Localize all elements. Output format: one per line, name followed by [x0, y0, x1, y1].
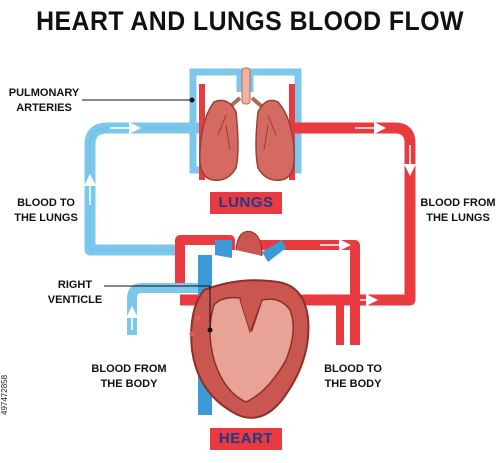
blood-from-lungs-vessel: [180, 122, 416, 306]
heart-illustration: [189, 230, 310, 419]
diagram-title: HEART AND LUNGS BLOOD FLOW: [36, 6, 464, 36]
pulmonary-arteries-label: PULMONARY ARTERIES: [8, 87, 80, 114]
blood-to-lungs-vessel: [84, 122, 200, 256]
blood-from-body-label: BLOOD FROM THE BODY: [91, 363, 167, 390]
blood-from-body-vessel: [127, 283, 200, 335]
blood-to-body-label: BLOOD TO THE BODY: [324, 363, 382, 390]
stock-id-watermark: 497472858: [0, 374, 9, 416]
lungs-illustration: [199, 67, 295, 181]
right-venticle-label: RIGHT VENTICLE: [47, 279, 103, 306]
blood-to-lungs-vessel-outline: [89, 127, 200, 251]
heart-label: HEART: [210, 428, 282, 450]
lungs-label: LUNGS: [210, 192, 282, 214]
blood-from-lungs-label: BLOOD FROM THE LUNGS: [420, 197, 496, 224]
blood-to-lungs-label: BLOOD TO THE LUNGS: [14, 197, 78, 224]
